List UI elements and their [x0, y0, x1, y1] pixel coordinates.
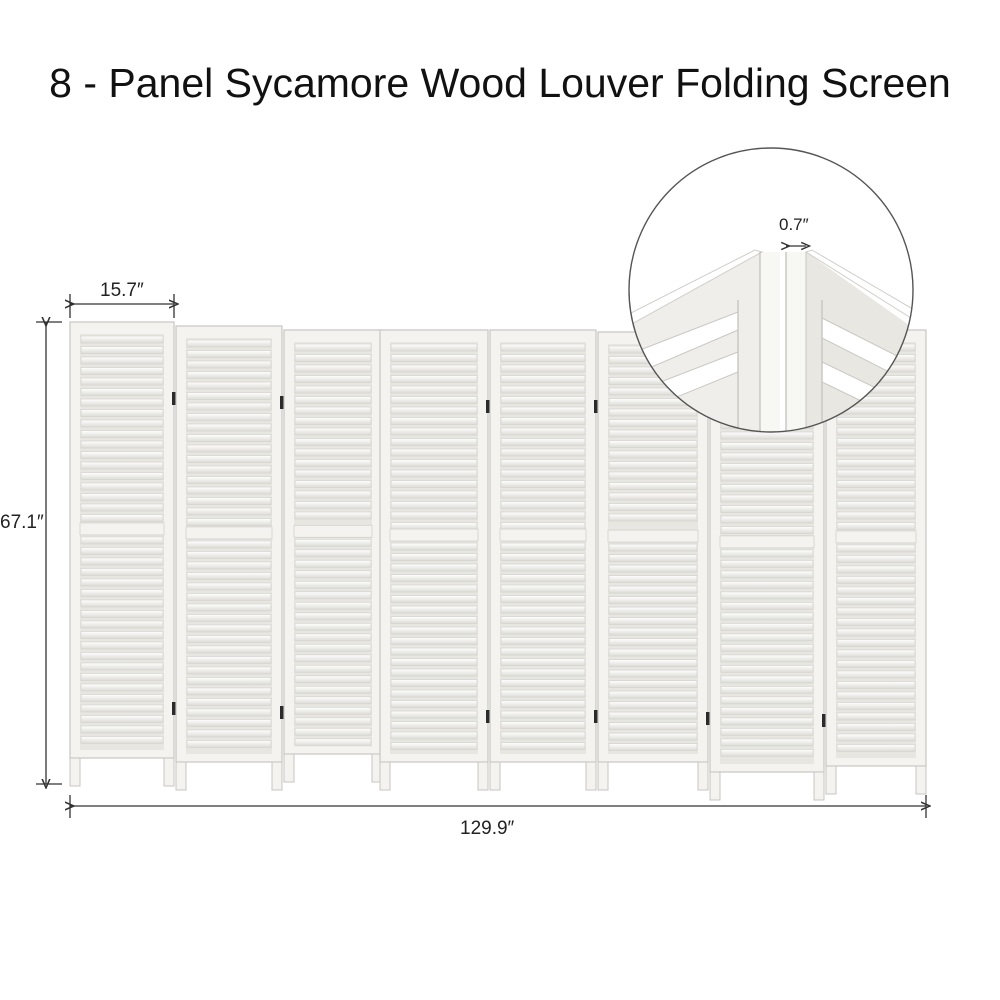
- hinge-icon: [594, 400, 600, 413]
- screen-panel: [825, 329, 927, 795]
- hinge-icon: [822, 714, 828, 727]
- total-width-label: 129.9″: [460, 818, 515, 839]
- hinge-icon: [594, 710, 600, 723]
- screen-panel: [69, 321, 178, 787]
- screen-panel: [489, 329, 600, 791]
- screen-panel: [283, 329, 386, 783]
- screen-panels: [69, 321, 927, 801]
- height-dimension: [36, 322, 62, 784]
- screen-panel: [379, 329, 492, 791]
- hinge-icon: [172, 702, 178, 715]
- product-title: 8 - Panel Sycamore Wood Louver Folding S…: [49, 60, 951, 106]
- thickness-label: 0.7″: [779, 215, 809, 234]
- hinge-icon: [280, 396, 286, 409]
- hinge-icon: [706, 712, 712, 725]
- total-width-dimension: [70, 795, 926, 818]
- hinge-icon: [280, 706, 286, 719]
- panel-width-label: 15.7″: [100, 280, 144, 301]
- screen-panel: [175, 325, 286, 791]
- height-label: 67.1″: [0, 512, 44, 533]
- hinge-icon: [486, 400, 492, 413]
- panel-width-dimension: [70, 294, 174, 318]
- hinge-icon: [172, 392, 178, 405]
- hinge-icon: [486, 710, 492, 723]
